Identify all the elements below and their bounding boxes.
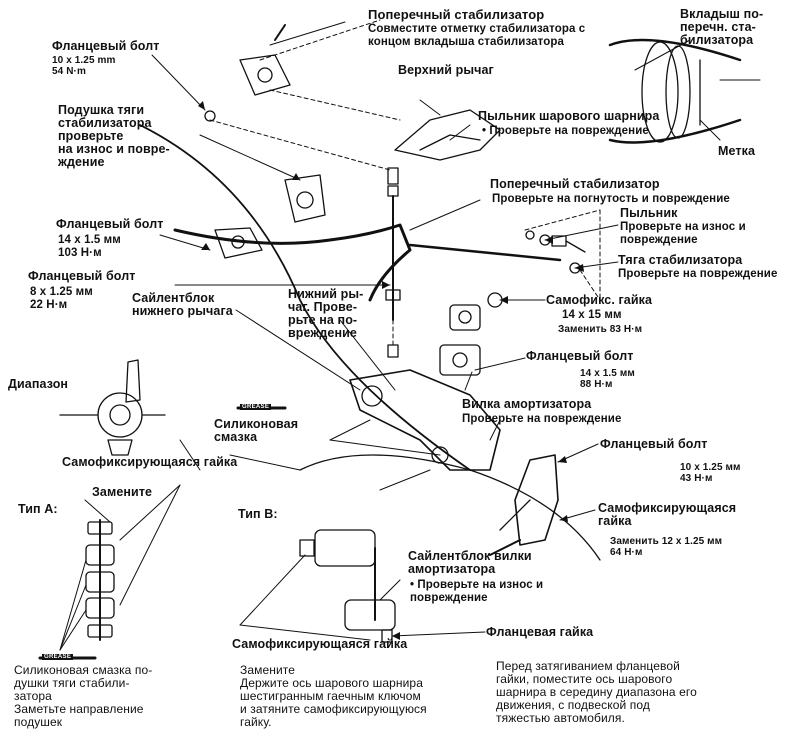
lower-arm-label: Нижний ры- чаг. Прове- рьте на по- врежд…: [288, 287, 364, 340]
fork-bushing-desc: • Проверьте на износ и повреждение: [410, 579, 544, 604]
flange-nut-label: Фланцевая гайка: [486, 625, 594, 639]
link-cushion-label: Подушка тяги стабилизатора проверьте на …: [58, 103, 170, 169]
shock-fork: [514, 454, 559, 546]
self-nut-3-label: Самофиксирующаяся гайка: [232, 637, 408, 651]
flange-bolt-5-spec: 10 x 1.25 мм 43 Н·м: [680, 462, 741, 484]
stab-link-title: Тяга стабилизатора: [618, 253, 743, 267]
self-nut-2-spec: Заменить 12 x 1.25 мм 64 Н·м: [610, 536, 723, 558]
stabilizer-mid-desc: Проверьте на погнутость и повреждение: [492, 193, 730, 205]
upper-arm: [394, 109, 501, 161]
type-a-stack: [85, 519, 115, 641]
grease-tag-2: GREASE: [42, 654, 74, 660]
self-nut-1-torque: Заменить 83 Н·м: [558, 324, 643, 335]
replace-label: Замените: [92, 485, 153, 499]
flange-bolt-2-label: Фланцевый болт: [56, 217, 164, 231]
range-ball-joint: [59, 359, 166, 456]
range-label: Диапазон: [8, 377, 69, 391]
flange-bolt-5-label: Фланцевый болт: [600, 437, 708, 451]
flange-bolt-1-label: Фланцевый болт: [52, 39, 160, 53]
flange-bolt-3-label: Фланцевый болт: [28, 269, 136, 283]
bottom-mid-note: Замените Держите ось шарового шарнира ше…: [240, 663, 427, 729]
bottom-left-note: Силиконовая смазка по- душки тяги стабил…: [14, 663, 153, 729]
flange-bolt-3-spec: 8 x 1.25 мм 22 Н·м: [30, 286, 93, 311]
stabilizer-top-desc: Совместите отметку стабилизатора с концо…: [368, 23, 586, 48]
type-a-label: Тип А:: [18, 502, 58, 516]
flange-bolt-1-spec: 10 x 1.25 mm 54 N·m: [52, 55, 116, 77]
flange-bolt-2-spec: 14 x 1.5 мм 103 Н·м: [58, 234, 121, 259]
flange-bolt-4-spec: 14 x 1.5 мм 88 Н·м: [580, 368, 635, 390]
stab-link-parts: [525, 230, 586, 274]
stab-link-stack: [385, 167, 401, 358]
fork-bushing-title: Сайлентблок вилки амортизатора: [408, 549, 532, 576]
type-b-link: [299, 529, 396, 643]
boot-desc: Проверьте на износ и повреждение: [620, 221, 746, 246]
self-nut-1-label: Самофикс. гайка: [546, 293, 653, 307]
stab-link-desc: Проверьте на повреждение: [618, 268, 778, 280]
lower-arm: [349, 369, 501, 471]
compensator-parts: [439, 292, 503, 376]
bushing-inset: [608, 38, 761, 144]
self-nut-caption: Самофиксирующаяся гайка: [62, 455, 238, 469]
ball-boot-title: Пыльник шарового шарнира: [478, 109, 660, 123]
self-nut-2-label: Самофиксирующаяся гайка: [598, 501, 737, 528]
stabilizer-mid-title: Поперечный стабилизатор: [490, 177, 660, 191]
stabilizer-top-title: Поперечный стабилизатор: [368, 7, 545, 22]
upper-arm-label: Верхний рычаг: [398, 63, 494, 77]
grease-tag-1: GREASE: [240, 404, 272, 410]
fork-title: Вилка амортизатора: [462, 397, 592, 411]
mark-label: Метка: [718, 144, 756, 158]
fork-desc: Проверьте на повреждение: [462, 413, 622, 425]
exploded-lines: [209, 19, 601, 346]
lower-bushing-label: Сайлентблок нижнего рычага: [132, 291, 233, 318]
ball-boot-desc: • Проверьте на повреждение: [482, 125, 649, 137]
top-bracket: [204, 24, 291, 122]
stabilizer-bushing-label: Вкладыш по- перечн. ста- билизатора: [680, 7, 764, 47]
boot-title: Пыльник: [620, 206, 678, 220]
stabilizer-bar: [173, 223, 412, 302]
left-bracket: [214, 174, 326, 259]
silicone-grease-label: Силиконовая смазка: [214, 417, 299, 444]
arrow-heads: [198, 101, 584, 640]
flange-bolt-4-label: Фланцевый болт: [526, 349, 634, 363]
type-b-label: Тип В:: [238, 507, 278, 521]
bottom-right-note: Перед затягиванием фланцевой гайки, поме…: [496, 659, 697, 725]
body-panel-curve: [139, 124, 471, 471]
self-nut-1-spec: 14 x 15 мм: [562, 309, 622, 321]
